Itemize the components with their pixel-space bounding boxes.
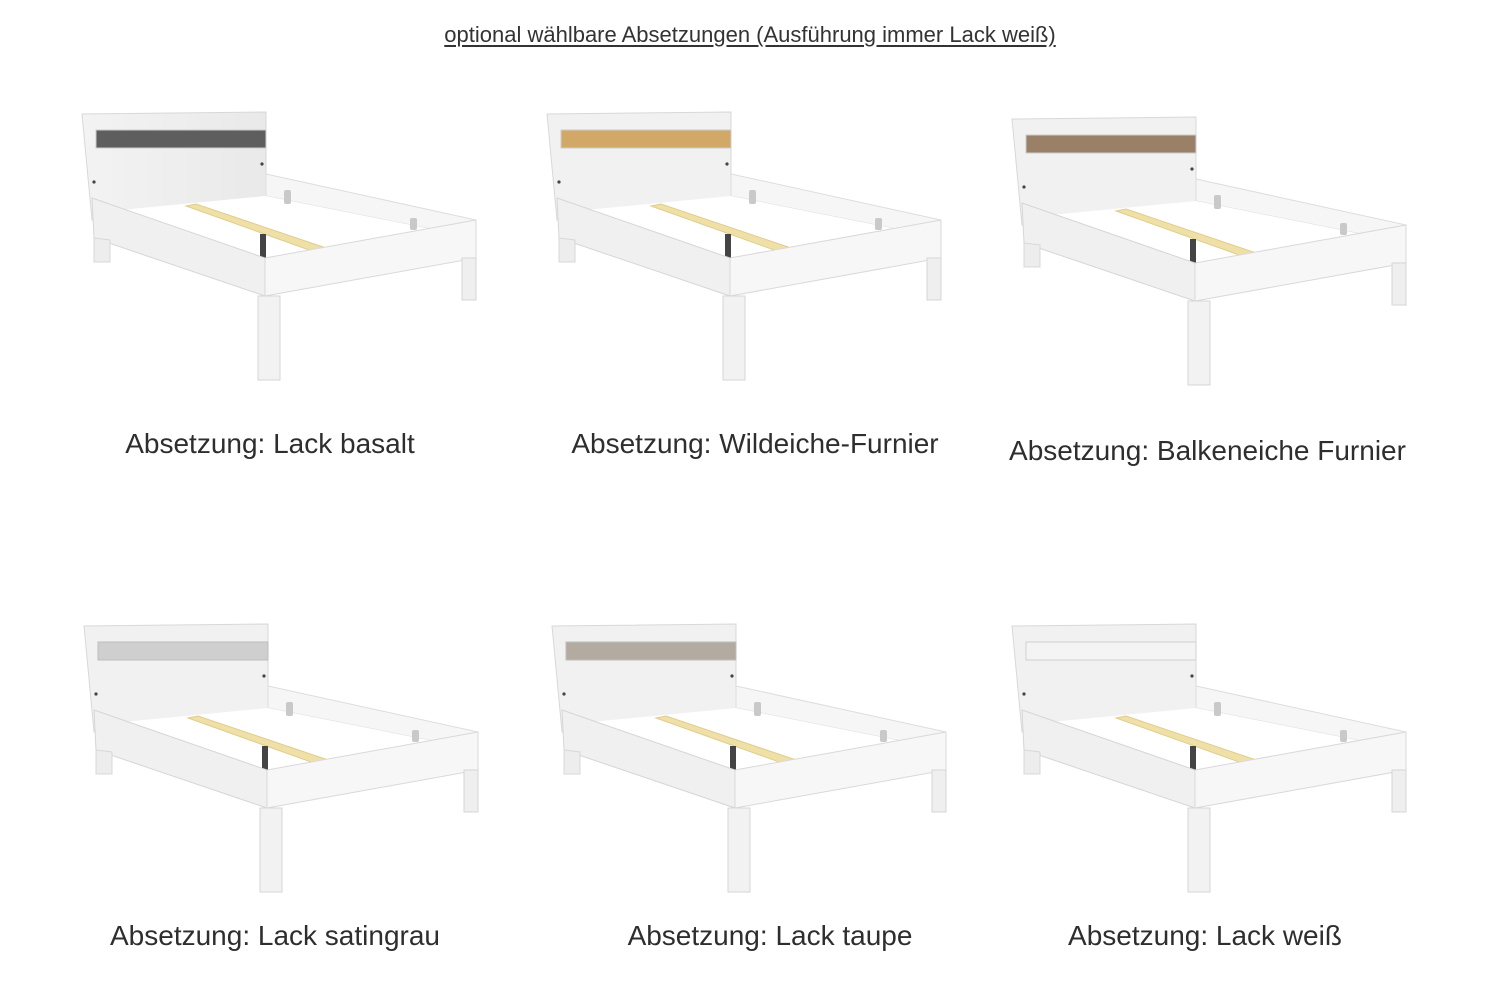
headboard-accent-strip xyxy=(95,129,267,149)
caption-lack-taupe: Absetzung: Lack taupe xyxy=(627,920,913,951)
bed-illustration xyxy=(1011,116,1407,386)
caption-balkeneiche-furnier: Absetzung: Balkeneiche Furnier xyxy=(1009,435,1406,466)
caption-wildeiche-furnier: Absetzung: Wildeiche-Furnier xyxy=(571,428,939,459)
bed-illustration xyxy=(551,623,947,893)
headboard-accent-strip xyxy=(565,641,737,661)
headboard-accent-strip xyxy=(1025,134,1197,154)
caption-lack-satingrau: Absetzung: Lack satingrau xyxy=(110,920,440,951)
bed-illustration xyxy=(81,111,477,381)
headboard-accent-strip xyxy=(1025,641,1197,661)
bed-image-wildeiche-furnier xyxy=(535,100,955,400)
bed-illustration xyxy=(1011,623,1407,893)
bed-illustration xyxy=(83,623,479,893)
bed-image-lack-basalt xyxy=(70,100,490,400)
bed-image-lack-taupe xyxy=(540,612,960,912)
bed-illustration xyxy=(546,111,942,381)
headboard-accent-strip xyxy=(560,129,732,149)
page-heading: optional wählbare Absetzungen (Ausführun… xyxy=(444,22,1056,47)
bed-image-balkeneiche-furnier xyxy=(1000,105,1420,405)
caption-lack-weiss: Absetzung: Lack weiß xyxy=(1068,920,1342,951)
bed-image-lack-satingrau xyxy=(72,612,492,912)
headboard-accent-strip xyxy=(97,641,269,661)
bed-image-lack-weiss xyxy=(1000,612,1420,912)
caption-lack-basalt: Absetzung: Lack basalt xyxy=(125,428,415,459)
